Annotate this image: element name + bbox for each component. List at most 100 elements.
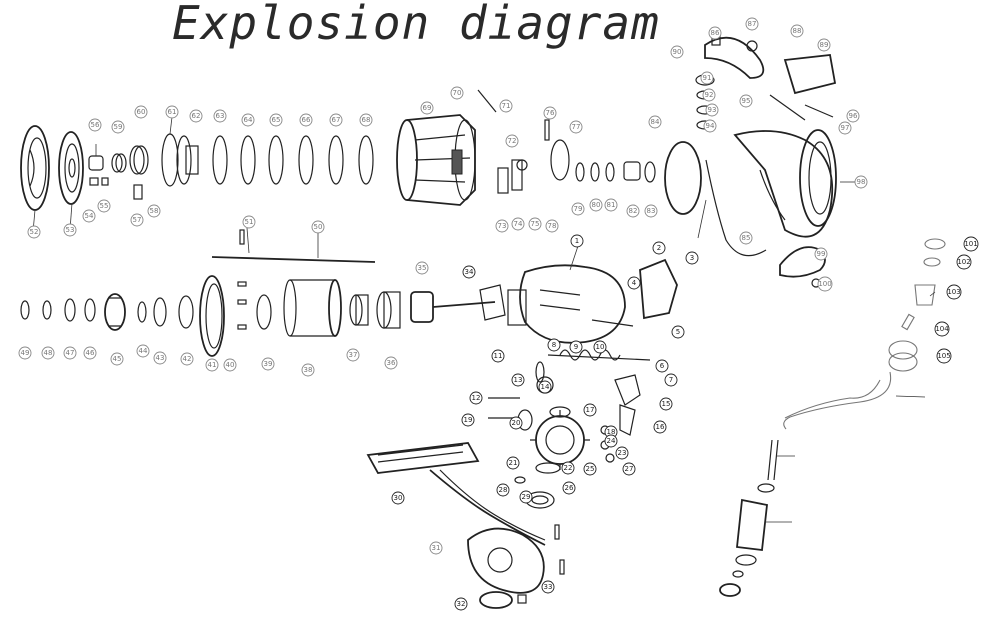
- part-callout-78: 78: [545, 219, 559, 233]
- part-callout-label: 55: [100, 202, 109, 210]
- spool-shaft-parts-66-73: [477, 89, 570, 194]
- part-callout-70: 70: [450, 86, 464, 100]
- part-callout-label: 22: [564, 464, 573, 472]
- part-callout-89: 89: [817, 38, 831, 52]
- part-callout-label: 54: [85, 212, 94, 220]
- part-callout-90: 90: [670, 45, 684, 59]
- part-callout-label: 2: [657, 244, 661, 252]
- part-callout-label: 49: [21, 349, 30, 357]
- part-callout-53: 53: [63, 223, 77, 237]
- part-callout-label: 31: [432, 544, 441, 552]
- part-callout-50: 50: [311, 220, 325, 234]
- part-callout-label: 33: [544, 583, 553, 591]
- part-callout-label: 60: [137, 108, 146, 116]
- part-callout-label: 36: [387, 359, 396, 367]
- part-callout-23: 23: [615, 446, 629, 460]
- part-callout-76: 76: [543, 106, 557, 120]
- part-callout-label: 89: [820, 41, 829, 49]
- part-callout-label: 93: [708, 106, 717, 114]
- part-callout-46: 46: [83, 346, 97, 360]
- part-callout-label: 78: [548, 222, 557, 230]
- handle-arm-100: [783, 371, 892, 430]
- part-callout-37: 37: [346, 348, 360, 362]
- part-callout-52: 52: [27, 225, 41, 239]
- part-callout-label: 10: [596, 343, 605, 351]
- rotor: [733, 129, 837, 238]
- part-callout-label: 100: [818, 280, 831, 288]
- part-callout-label: 39: [264, 360, 273, 368]
- part-callout-label: 46: [86, 349, 95, 357]
- body-housing-lower: [467, 524, 565, 609]
- part-callout-label: 1: [575, 237, 579, 245]
- part-callout-label: 88: [793, 27, 802, 35]
- part-callout-label: 45: [113, 355, 122, 363]
- handle-knob-assembly: [888, 238, 946, 372]
- drag-knob-cap: [20, 125, 50, 211]
- drive-gear-21: [530, 406, 590, 474]
- part-callout-39: 39: [261, 357, 275, 371]
- part-callout-44: 44: [136, 344, 150, 358]
- part-callout-97: 97: [838, 121, 852, 135]
- part-callout-label: 19: [464, 416, 473, 424]
- part-callout-20: 20: [509, 416, 523, 430]
- part-callout-label: 69: [423, 104, 432, 112]
- part-callout-label: 67: [332, 116, 341, 124]
- part-callout-label: 92: [705, 91, 714, 99]
- part-callout-69: 69: [420, 101, 434, 115]
- part-callout-71: 71: [499, 99, 513, 113]
- part-callout-label: 94: [706, 122, 715, 130]
- part-callout-label: 74: [514, 220, 523, 228]
- part-callout-55: 55: [97, 199, 111, 213]
- part-callout-62: 62: [189, 109, 203, 123]
- part-callout-label: 14: [541, 383, 550, 391]
- drag-knob: [58, 131, 84, 205]
- part-callout-label: 3: [690, 254, 694, 262]
- part-callout-label: 105: [937, 352, 950, 360]
- clutch-housing-38: [283, 279, 342, 337]
- part-callout-label: 25: [586, 465, 595, 473]
- part-callout-label: 26: [565, 484, 574, 492]
- part-callout-label: 71: [502, 102, 511, 110]
- part-callout-67: 67: [329, 113, 343, 127]
- part-callout-104: 104: [934, 321, 950, 337]
- part-callout-label: 4: [632, 279, 637, 287]
- part-callout-5: 5: [671, 325, 685, 339]
- part-callout-label: 16: [656, 423, 665, 431]
- part-callout-82: 82: [626, 204, 640, 218]
- part-callout-label: 53: [66, 226, 75, 234]
- part-callout-label: 99: [817, 250, 826, 258]
- part-callout-label: 29: [522, 493, 531, 501]
- part-callout-label: 12: [472, 394, 481, 402]
- part-callout-label: 58: [150, 207, 159, 215]
- part-callout-19: 19: [461, 413, 475, 427]
- part-callout-label: 84: [651, 118, 660, 126]
- part-callout-36: 36: [384, 356, 398, 370]
- part-callout-26: 26: [562, 481, 576, 495]
- part-callout-label: 96: [849, 112, 858, 120]
- reel-body: [507, 264, 634, 344]
- part-callout-88: 88: [790, 24, 804, 38]
- pinion-gear-34: [432, 284, 506, 321]
- part-callout-label: 42: [183, 355, 192, 363]
- part-callout-80: 80: [589, 198, 603, 212]
- part-callout-33: 33: [541, 580, 555, 594]
- part-callout-14: 14: [538, 380, 552, 394]
- part-callout-label: 62: [192, 112, 201, 120]
- part-callout-66: 66: [299, 113, 313, 127]
- part-callout-label: 38: [304, 366, 313, 374]
- part-callout-label: 63: [216, 112, 225, 120]
- part-callout-43: 43: [153, 351, 167, 365]
- bushings-35-37: [349, 291, 434, 329]
- part-callout-100: 100: [817, 276, 833, 292]
- part-callout-59: 59: [111, 120, 125, 134]
- part-callout-1: 1: [570, 234, 584, 248]
- one-way-clutch-gear: [199, 275, 272, 357]
- part-callout-label: 70: [453, 89, 462, 97]
- part-callout-35: 35: [415, 261, 429, 275]
- drag-washer-stack: [161, 133, 374, 187]
- part-callout-label: 7: [669, 376, 673, 384]
- part-callout-49: 49: [18, 346, 32, 360]
- part-callout-42: 42: [180, 352, 194, 366]
- main-shaft: [211, 229, 376, 263]
